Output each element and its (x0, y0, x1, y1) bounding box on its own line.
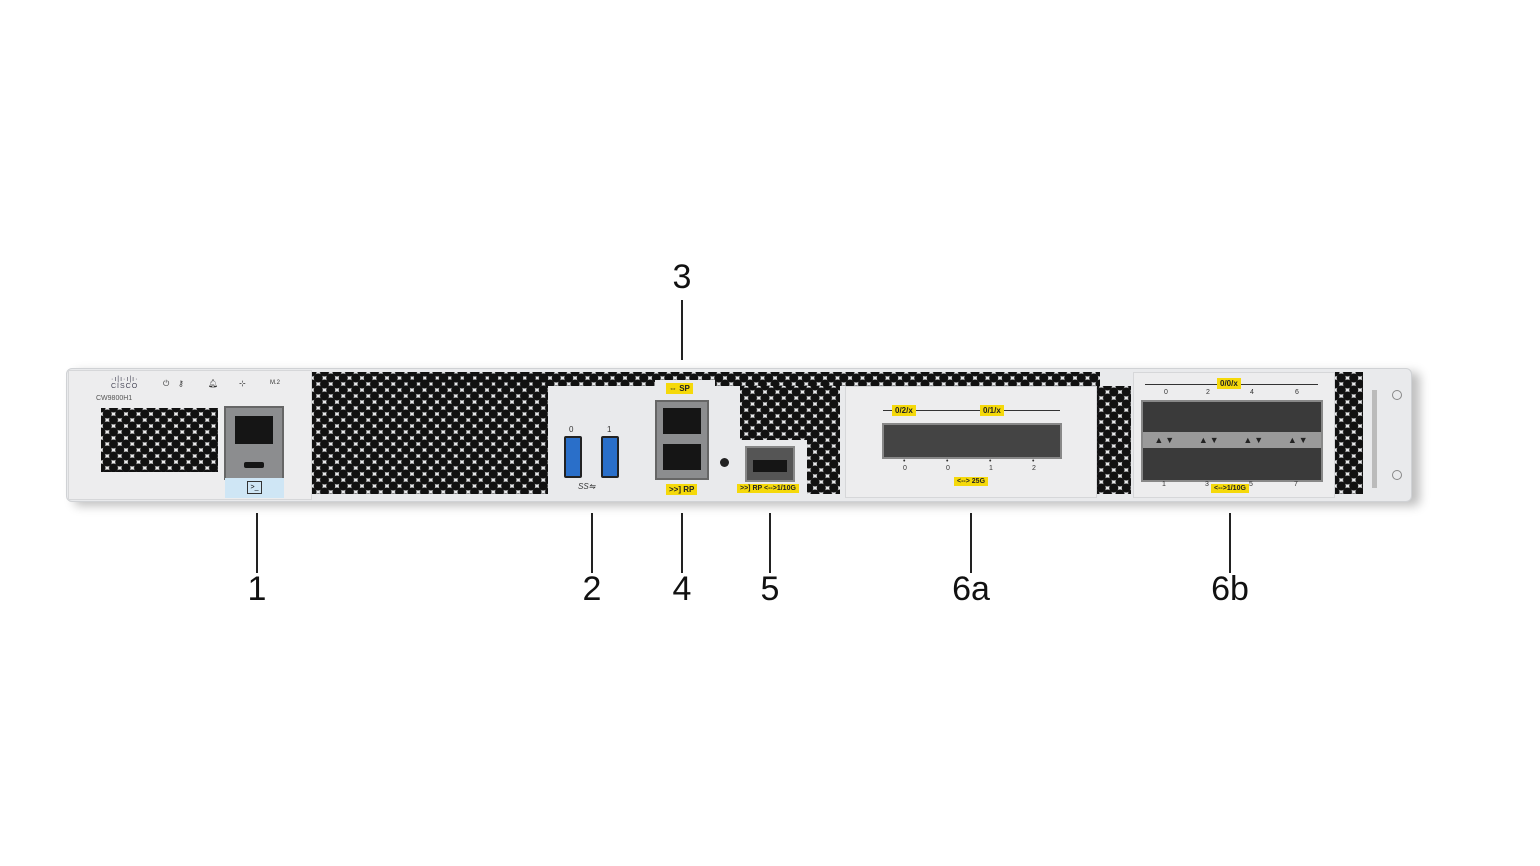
speed-10g-label: <-->1/10G (1211, 484, 1249, 493)
port-number: •1 (989, 458, 993, 472)
vent-main (312, 372, 548, 494)
leader-line-5 (769, 513, 771, 573)
port-number: 2 (1206, 389, 1210, 396)
leader-line-3 (681, 300, 683, 360)
port-number: 3 (1205, 481, 1209, 488)
link-arrow-icon: ▲▼ (1243, 435, 1266, 445)
port-number: 7 (1294, 481, 1298, 488)
console-highlight: >_ (225, 478, 284, 498)
usb-0-label: 0 (569, 425, 574, 434)
group-0-2-label: 0/2/x (892, 405, 916, 416)
usb-port-0[interactable] (564, 436, 582, 478)
console-port-rj45[interactable] (224, 406, 284, 480)
sfp-slot (753, 460, 787, 472)
screw-icon (1392, 470, 1402, 480)
cisco-logo: ·ı|ı·ı|ı·CISCO (111, 376, 139, 390)
rp-sfp-label: >>] RP <-->1/10G (737, 484, 799, 493)
rp-label: >>] RP (666, 484, 698, 495)
leader-line-6b (1229, 513, 1231, 573)
callout-3: 3 (672, 258, 692, 296)
rp-sfp-port[interactable] (745, 446, 795, 482)
micro-usb-console[interactable] (244, 462, 264, 468)
port-number: 5 (1249, 481, 1253, 488)
vent-right-a (1095, 386, 1131, 494)
rack-ear-handle (1372, 390, 1377, 488)
callout-6a: 6a (952, 570, 990, 608)
m2-icon: M.2 (270, 380, 281, 386)
link-arrow-icon: ▲▼ (1198, 435, 1221, 445)
network-icon: ⊹ (239, 379, 246, 388)
sfp-ports-10g[interactable]: ▲▼ ▲▼ ▲▼ ▲▼ (1141, 400, 1323, 482)
callout-4: 4 (672, 570, 692, 608)
superspeed-usb-label: SS⇋ (578, 482, 596, 491)
callout-1: 1 (247, 570, 267, 608)
screw-icon (1392, 390, 1402, 400)
key-icon: ⚷ (178, 379, 184, 388)
leader-line-1 (256, 513, 258, 573)
sfp28-ports-25g[interactable] (882, 423, 1062, 459)
sp-label: ⇔ SP (666, 383, 693, 394)
group-0-1-label: 0/1/x (980, 405, 1004, 416)
port-number: 1 (1162, 481, 1166, 488)
vent-right-b (1335, 372, 1363, 494)
rj45-jack (235, 416, 273, 444)
usb-1-label: 1 (607, 425, 612, 434)
port-number: 4 (1250, 389, 1254, 396)
leader-line-2 (591, 513, 593, 573)
mgmt-rj45-stack (655, 400, 709, 480)
vent-top-strip (400, 372, 1100, 386)
link-arrow-icon: ▲▼ (1287, 435, 1310, 445)
rp-port[interactable] (663, 444, 701, 470)
callout-5: 5 (760, 570, 780, 608)
model-label: CW9800H1 (96, 395, 133, 402)
port-number: •0 (903, 458, 907, 472)
bracket-line (883, 410, 1060, 416)
vent-left (101, 408, 218, 472)
callout-6b: 6b (1211, 570, 1249, 608)
reset-button[interactable] (720, 458, 729, 467)
sp-port[interactable] (663, 408, 701, 434)
group-0-0-label: 0/0/x (1217, 378, 1241, 389)
power-icon: ⏻ (163, 379, 170, 388)
leader-line-4 (681, 513, 683, 573)
port-number: 0 (1164, 389, 1168, 396)
port-number: •0 (946, 458, 950, 472)
port-number: 6 (1295, 389, 1299, 396)
callout-2: 2 (582, 570, 602, 608)
link-arrows: ▲▼ ▲▼ ▲▼ ▲▼ (1143, 432, 1321, 448)
terminal-prompt-icon: >_ (247, 481, 262, 494)
speed-25g-label: <--> 25G (954, 477, 989, 486)
usb-port-1[interactable] (601, 436, 619, 478)
leader-line-6a (970, 513, 972, 573)
alarm-bell-icon: 🔔︎ (208, 379, 219, 388)
port-number: •2 (1032, 458, 1036, 472)
link-arrow-icon: ▲▼ (1154, 435, 1177, 445)
